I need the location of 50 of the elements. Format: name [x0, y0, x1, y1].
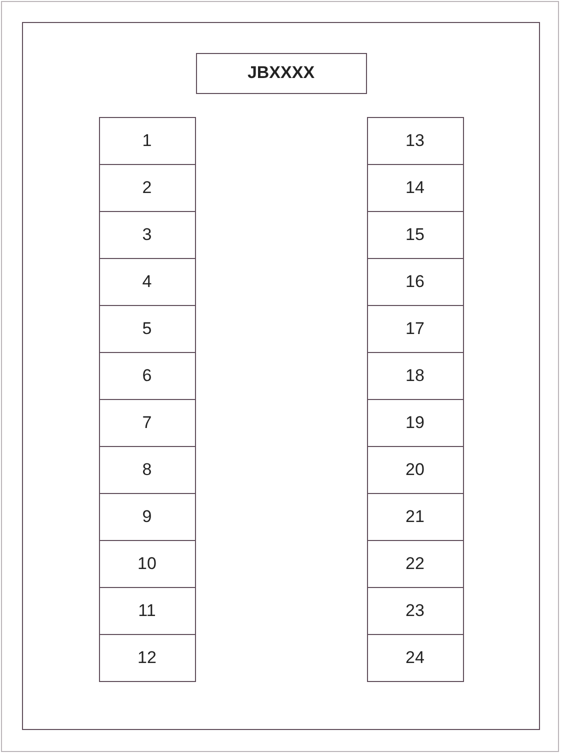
terminal-cell	[98, 446, 196, 494]
terminal-number: 24	[406, 648, 424, 668]
terminal-number: 20	[406, 460, 424, 480]
terminal-number: 12	[138, 648, 156, 668]
terminal-number: 19	[406, 412, 424, 433]
terminal-number: 9	[142, 506, 152, 527]
terminal-cell	[366, 398, 464, 447]
terminal-cell	[98, 116, 196, 165]
terminal-number: 15	[406, 224, 424, 245]
terminal-number: 1	[142, 130, 152, 151]
terminal-cell	[98, 210, 196, 259]
terminal-number: 18	[406, 366, 424, 386]
terminal-cell	[366, 304, 464, 353]
terminal-number: 23	[406, 600, 424, 621]
terminal-number: 16	[406, 272, 424, 292]
terminal-cell	[98, 634, 196, 682]
terminal-cell	[366, 164, 464, 212]
terminal-cell	[366, 586, 464, 635]
terminal-cell	[98, 258, 196, 306]
terminal-cell	[98, 586, 196, 635]
terminal-cell	[366, 446, 464, 494]
terminal-cell	[366, 258, 464, 306]
terminal-cell	[366, 116, 464, 165]
terminal-number: 7	[142, 412, 152, 433]
terminal-number: 17	[406, 318, 424, 339]
terminal-cell	[366, 210, 464, 259]
terminal-number: 10	[138, 554, 156, 574]
terminal-number: 4	[142, 272, 152, 292]
terminal-cell	[98, 304, 196, 353]
terminal-number: 11	[138, 600, 156, 621]
title-box	[196, 52, 366, 94]
terminal-cell	[366, 634, 464, 682]
terminal-cell	[366, 492, 464, 541]
terminal-cell	[98, 398, 196, 447]
terminal-cell	[98, 164, 196, 212]
terminal-cell	[98, 352, 196, 400]
terminal-cell	[98, 540, 196, 588]
terminal-number: 5	[142, 318, 152, 339]
terminal-cell	[366, 352, 464, 400]
terminal-number: 8	[142, 460, 152, 480]
title-text: JBXXXX	[247, 63, 315, 83]
terminal-number: 22	[406, 554, 424, 574]
terminal-number: 6	[142, 366, 152, 386]
terminal-cell	[98, 492, 196, 541]
terminal-number: 14	[406, 178, 424, 198]
terminal-number: 2	[142, 178, 152, 198]
terminal-number: 13	[406, 130, 424, 151]
terminal-number: 21	[406, 506, 424, 527]
terminal-cell	[366, 540, 464, 588]
terminal-number: 3	[142, 224, 152, 245]
